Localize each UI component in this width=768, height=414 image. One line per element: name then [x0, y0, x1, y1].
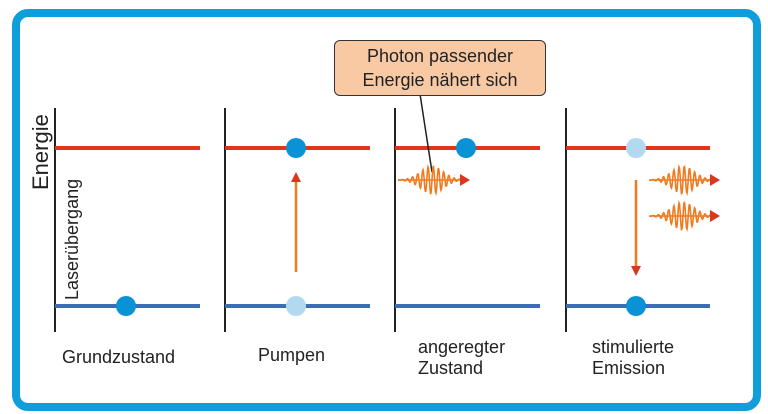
panel-label-stimulierte-line1: stimulierte — [592, 337, 675, 357]
panel-stimulierte-emission — [565, 108, 720, 332]
callout-line-1: Photon passender — [366, 46, 514, 66]
panel-4-electron-lower — [626, 296, 646, 316]
emission-arrow-head — [631, 266, 641, 276]
panel-label-angeregter-line2: Zustand — [418, 358, 484, 378]
panel-label-grundzustand: Grundzustand — [62, 347, 175, 368]
panel-label-stimulierte-emission: stimulierte Emission — [592, 337, 674, 379]
panel-label-angeregter-zustand: angeregter Zustand — [418, 337, 505, 379]
approaching-photon-arrowhead — [460, 174, 470, 186]
panel-2-electron-faded — [286, 296, 306, 316]
panel-4-electron-faded — [626, 138, 646, 158]
emitted-photon-1 — [648, 163, 720, 197]
panel-1-electron — [116, 296, 136, 316]
transition-label: Laserübergang — [62, 178, 82, 300]
panel-label-grundzustand-line1: Grundzustand — [62, 347, 176, 367]
pump-arrow-head — [291, 172, 301, 182]
approaching-photon — [397, 163, 470, 197]
panel-label-pumpen-line1: Pumpen — [258, 345, 326, 365]
panel-grundzustand — [54, 108, 200, 332]
callout-line-2: Energie nähert sich — [362, 70, 518, 90]
panel-3-electron — [456, 138, 476, 158]
emitted-photon-2-arrowhead — [710, 210, 720, 222]
panel-angeregter-zustand — [394, 93, 540, 332]
callout-box: Photon passender Energie nähert sich — [334, 40, 546, 96]
panel-label-angeregter-line1: angeregter — [418, 337, 506, 357]
callout-pointer — [419, 93, 433, 173]
emitted-photon-2 — [648, 199, 720, 233]
panel-pumpen — [224, 108, 370, 332]
panel-label-stimulierte-line2: Emission — [592, 358, 666, 378]
emitted-photon-1-arrowhead — [710, 174, 720, 186]
energy-axis-label: Energie — [28, 114, 53, 190]
panel-2-electron-upper — [286, 138, 306, 158]
panel-label-pumpen: Pumpen — [258, 345, 325, 366]
